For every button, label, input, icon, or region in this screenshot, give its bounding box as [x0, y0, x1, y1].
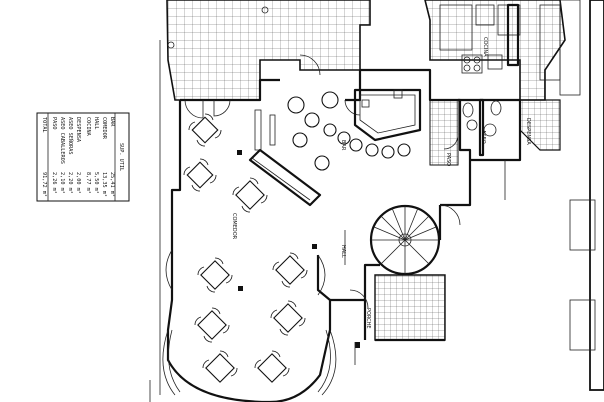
surface-row-name: ASEO SEÑORAS: [67, 117, 74, 154]
surface-table: SUP. UTIL BAR 25,41 m² COMEDOR 13,35 m² …: [36, 112, 130, 202]
surface-row-name: COCINA: [85, 117, 91, 137]
kitchen-fixtures: [439, 0, 581, 96]
surface-row-value: 8,77 m²: [85, 172, 91, 194]
surface-row-value: 25,41 m²: [109, 172, 115, 197]
site-lines: [149, 6, 506, 402]
surface-row-value: 5,50 m²: [93, 172, 99, 194]
table-set: [254, 350, 290, 383]
surface-row-total: TOTAL: [41, 117, 47, 133]
surface-row-name: DESPENSA: [75, 117, 81, 143]
table-set: [188, 113, 222, 147]
table-set: [270, 300, 306, 336]
exterior-walls: [166, 68, 522, 402]
label-porche: PORCHE: [365, 308, 371, 329]
surface-row-total-value: 91,72 m²: [41, 172, 47, 197]
terrace-paving: [166, 0, 566, 341]
bar-counter: [353, 88, 422, 142]
label-hall: HALL: [340, 245, 346, 258]
surface-row-name: COMEDOR: [101, 117, 107, 140]
label-aseo: ASEO: [480, 130, 486, 144]
label-despensa: DESPENSA: [525, 118, 531, 145]
bar-divider: [248, 148, 322, 207]
label-paso: PASO: [445, 153, 451, 166]
surface-row-name: BAR: [109, 117, 115, 127]
bay-windows: [162, 249, 337, 396]
door-swings: [184, 54, 461, 309]
spiral-staircase: [369, 204, 441, 276]
bar-stools: [287, 91, 411, 171]
surface-row-value: 2,10 m²: [59, 172, 65, 194]
partition-posts: [237, 109, 360, 348]
dining-tables: [183, 113, 308, 383]
label-bar: BAR: [340, 140, 346, 151]
surface-row-value: 13,35 m²: [101, 172, 107, 197]
label-cocina: COCINA: [482, 37, 488, 57]
surface-row-name: HALL: [93, 117, 99, 130]
table-set: [183, 158, 217, 192]
table-set: [202, 350, 238, 383]
table-set: [272, 252, 308, 288]
surface-row-value: 2,20 m²: [67, 172, 73, 194]
table-set: [197, 257, 233, 293]
surface-table-title: SUP. UTIL: [118, 143, 124, 171]
utility-corner: [569, 0, 604, 391]
table-set: [232, 177, 268, 213]
surface-row-name: ASEO CABALLEROS: [59, 117, 65, 164]
surface-row-name: PASO: [51, 117, 57, 130]
toilet-fixtures: [462, 98, 502, 157]
surface-row-value: 2,00 m²: [75, 172, 81, 194]
label-comedor: COMEDOR: [231, 213, 237, 240]
table-set: [194, 307, 230, 343]
surface-row-value: 2,26 m²: [51, 172, 57, 194]
